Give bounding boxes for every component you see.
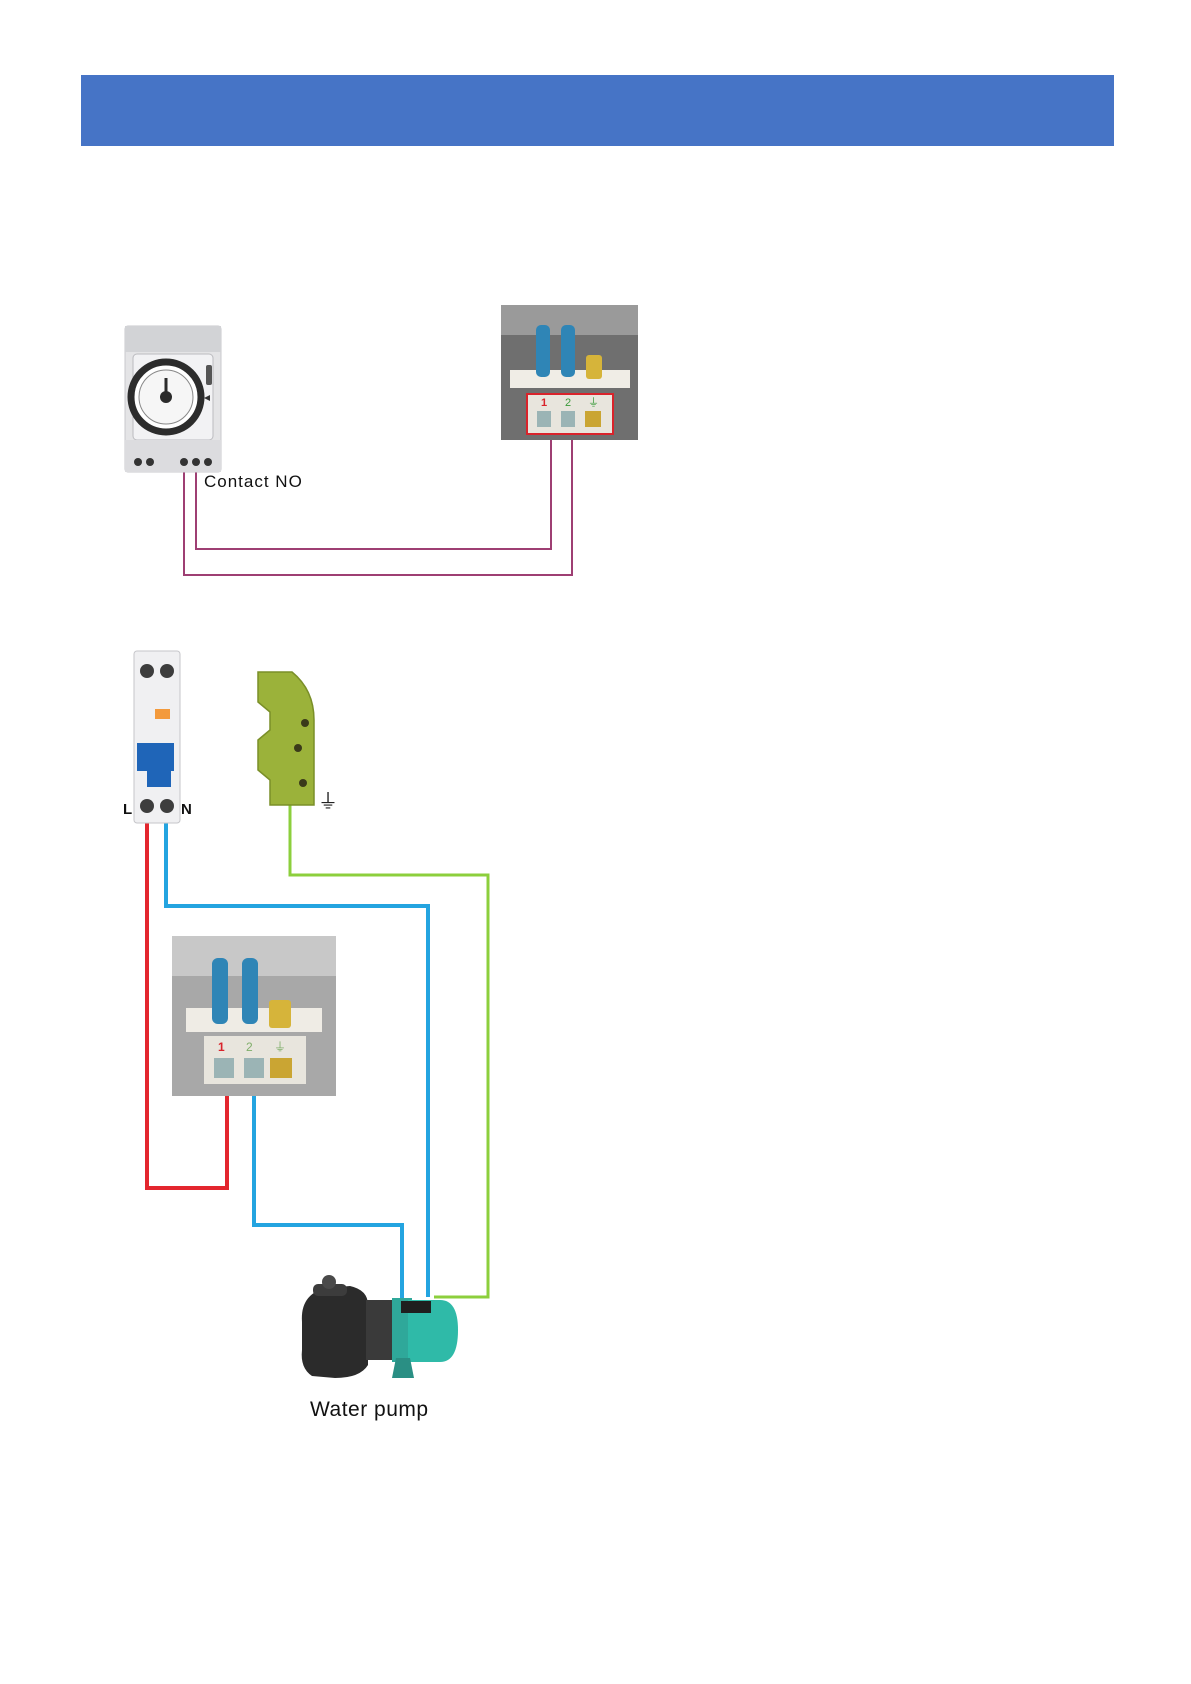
timer-device (125, 326, 221, 472)
terminal-bottom-2-label: 2 (246, 1040, 253, 1054)
water-pump (302, 1275, 458, 1378)
control-wire-outer (184, 428, 572, 575)
earth-symbol: ⏚ (318, 789, 338, 813)
terminal-top-1-label: 1 (541, 397, 547, 409)
neutral-wire-from-block (254, 1085, 402, 1305)
earth-bar: ⏚ (258, 672, 338, 813)
circuit-breaker (134, 651, 180, 823)
water-pump-label: Water pump (310, 1398, 429, 1422)
terminal-top-2-label: 2 (565, 397, 571, 409)
contact-no-label: Contact NO (204, 472, 303, 492)
control-wires (184, 428, 572, 575)
terminal-bottom-1-label: 1 (218, 1040, 225, 1054)
terminal-bottom-earth-label: ⏚ (274, 1040, 286, 1054)
neutral-terminal-label: N (181, 801, 192, 818)
terminal-block-bottom: 1 2 ⏚ (172, 936, 336, 1096)
terminal-top-earth-label: ⏚ (588, 396, 599, 409)
live-terminal-label: L (123, 801, 132, 818)
terminal-block-top: 1 2 ⏚ (501, 305, 638, 440)
